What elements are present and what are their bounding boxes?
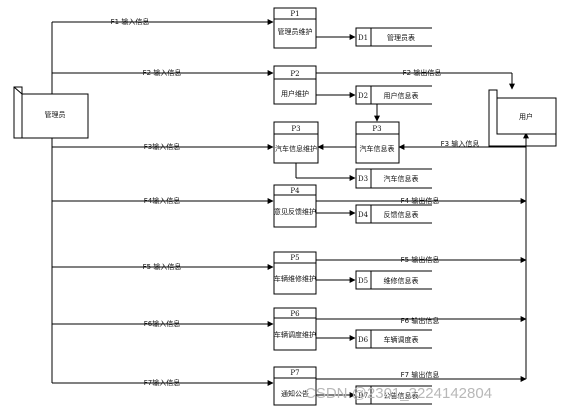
flow-f2-out-label: F2 输出信息: [403, 68, 442, 77]
flow-f6-out-label: F6 输出信息: [401, 316, 440, 325]
process-p3a-name: 汽车信息维护: [275, 144, 317, 153]
process-p6-id: P6: [290, 310, 300, 318]
process-p3b-name: 汽车信息表: [360, 144, 395, 153]
flow-f3-in-label: F3输入信息: [144, 142, 180, 151]
store-d1: D1 管理员表: [355, 27, 432, 47]
store-d1-id: D1: [358, 34, 368, 42]
watermark: CSDN @2301_3224142804: [305, 385, 492, 402]
process-p6-name: 车辆调度维护: [274, 330, 316, 339]
process-p5-id: P5: [290, 254, 299, 262]
store-d7-id: D7: [358, 392, 368, 400]
store-d4-id: D4: [358, 211, 369, 219]
store-d6: D6 车辆调度表: [355, 329, 432, 349]
flow-f6-in-label: F6输入信息: [144, 319, 180, 328]
process-p4-id: P4: [290, 187, 300, 195]
flow-f5-out-label: F5 输出信息: [401, 255, 440, 264]
process-p5-name: 车辆维修维护: [274, 274, 316, 283]
flow-f1-in-label: F1 输入信息: [111, 17, 150, 26]
store-d5: D5 维修信息表: [355, 270, 432, 290]
process-p1-name: 管理员维护: [278, 27, 313, 36]
store-d2-id: D2: [358, 92, 368, 100]
entity-admin: 管理员: [13, 86, 89, 139]
process-p2-id: P2: [290, 70, 299, 78]
store-d4: D4 反馈信息表: [355, 204, 432, 224]
flow-f7-in-label: F7输入信息: [144, 378, 180, 387]
store-d6-name: 车辆调度表: [384, 335, 419, 344]
flow-f4-out-label: F4 输出信息: [401, 196, 440, 205]
process-p5: P5 车辆维修维护: [273, 251, 317, 295]
process-p4: P4 意见反馈维护: [273, 184, 317, 228]
entity-admin-label: 管理员: [45, 110, 66, 119]
store-d3-name: 汽车信息表: [384, 174, 419, 183]
entity-user: 用户: [488, 89, 557, 147]
store-d3-id: D3: [358, 175, 368, 183]
process-p1: P1 管理员维护: [273, 7, 317, 49]
store-d3: D3 汽车信息表: [355, 168, 432, 189]
process-p4-name: 意见反馈维护: [274, 207, 316, 216]
process-p6: P6 车辆调度维护: [273, 307, 317, 351]
store-d4-name: 反馈信息表: [384, 210, 419, 219]
store-d1-name: 管理员表: [387, 33, 415, 42]
process-p7: P7 通知公告: [273, 366, 317, 406]
flow-f3-user-label: F3 输入信息: [441, 139, 480, 148]
process-p1-id: P1: [290, 10, 299, 18]
process-p3b-id: P3: [372, 125, 381, 133]
store-d5-name: 维修信息表: [384, 276, 419, 285]
process-p3a: P3 汽车信息维护: [273, 121, 319, 164]
store-d6-id: D6: [358, 336, 369, 344]
flow-f2-in-label: F2 输入信息: [143, 68, 182, 77]
process-p7-name: 通知公告: [281, 389, 309, 398]
process-p7-id: P7: [290, 369, 299, 377]
flow-f7-out-label: F7 输出信息: [401, 370, 440, 379]
flow-f5-in-label: F5 输入信息: [143, 262, 182, 271]
store-d5-id: D5: [358, 277, 368, 285]
connector-lines: [51, 19, 529, 398]
process-p3a-id: P3: [291, 125, 300, 133]
flow-f4-in-label: F4输入信息: [144, 196, 180, 205]
store-d7: D7 公告信息表: [355, 385, 432, 405]
process-p2: P2 用户维护: [273, 65, 317, 105]
store-d7-name: 公告信息表: [384, 391, 419, 400]
process-p3b: P3 汽车信息表: [355, 121, 400, 164]
entity-user-label: 用户: [519, 112, 533, 121]
store-d2: D2 用户信息表: [355, 85, 432, 105]
store-d2-name: 用户信息表: [384, 91, 419, 100]
process-p2-name: 用户维护: [281, 89, 309, 98]
